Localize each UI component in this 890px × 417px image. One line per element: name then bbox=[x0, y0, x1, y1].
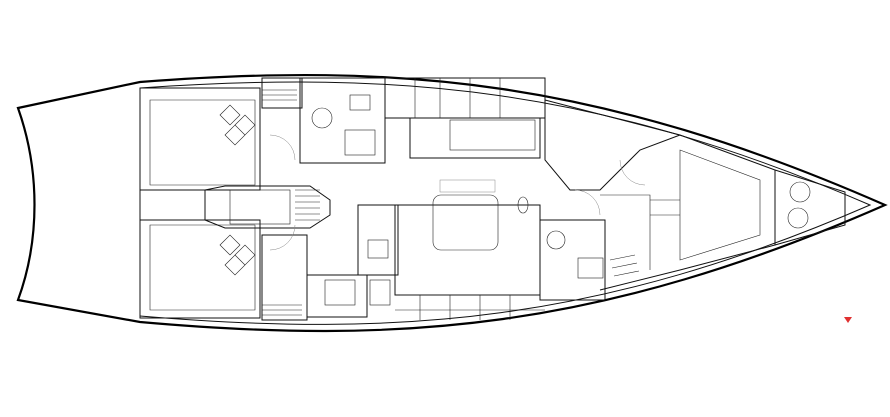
forward-cabin bbox=[544, 99, 776, 291]
anchor-locker bbox=[774, 169, 846, 246]
saloon bbox=[384, 77, 546, 320]
forward-head bbox=[539, 219, 640, 301]
galley bbox=[261, 204, 399, 321]
hull-outline bbox=[16, 73, 888, 333]
hull-inner-line bbox=[139, 81, 872, 325]
door-arcs bbox=[269, 134, 646, 251]
companionway bbox=[139, 189, 206, 221]
engine-compartment bbox=[204, 185, 331, 229]
aft-cabin-port bbox=[139, 87, 261, 191]
aft-head bbox=[261, 77, 386, 164]
north-marker-icon bbox=[844, 317, 852, 323]
aft-cabin-starboard bbox=[139, 219, 261, 319]
